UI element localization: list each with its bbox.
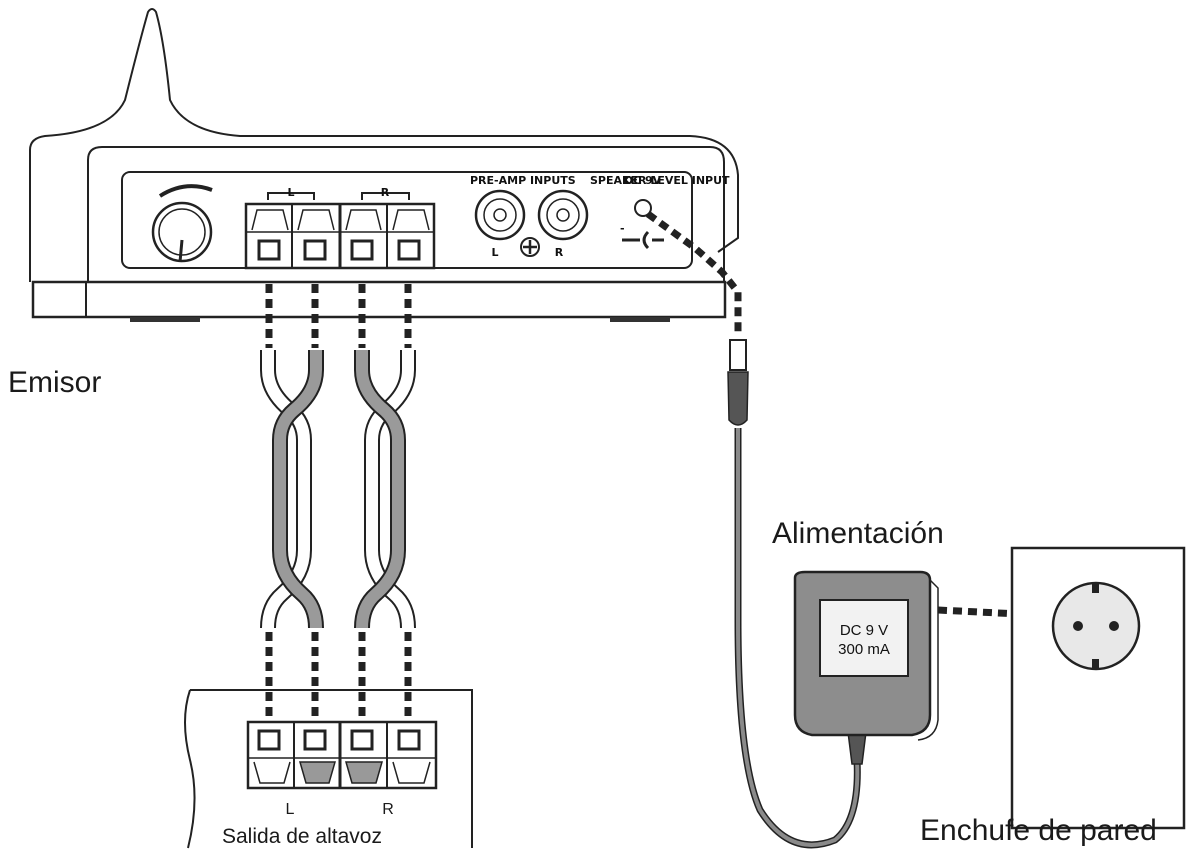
adapter-current: 300 mA bbox=[838, 641, 890, 658]
dc-input-jack: - bbox=[620, 199, 664, 250]
dc-overlap-label: DC 9V bbox=[624, 174, 662, 187]
dc-polarity-icon: - bbox=[620, 222, 625, 235]
wall-socket-label: Enchufe de pared bbox=[920, 814, 1157, 847]
emitter-antenna bbox=[29, 8, 739, 282]
adapter-label-plate bbox=[819, 599, 909, 677]
speaker-terminal-block bbox=[246, 720, 438, 790]
speaker-cables bbox=[260, 350, 416, 629]
power-cable bbox=[645, 211, 861, 849]
volume-knob bbox=[151, 184, 213, 263]
emitter-body bbox=[87, 146, 725, 282]
power-adapter: DC 9 V 300 mA bbox=[793, 570, 939, 765]
speaker-label-r: R bbox=[382, 801, 394, 818]
preamp-label-r: R bbox=[555, 246, 564, 259]
power-label: Alimentación bbox=[772, 517, 944, 550]
speaker-label-l: L bbox=[286, 801, 295, 818]
emitter-cable-connectors bbox=[265, 284, 412, 348]
preamp-inputs-label: PRE-AMP INPUTS bbox=[470, 174, 576, 187]
emitter-terminal-label-r: R bbox=[381, 186, 390, 199]
emitter-label: Emisor bbox=[8, 366, 101, 399]
emitter-unit: L R L R - PRE-AMP INPUTS SPEAKER LEVEL I… bbox=[29, 8, 739, 322]
speaker-output-device: L R Salida de altavoz bbox=[184, 689, 473, 849]
adapter-socket-connector bbox=[937, 606, 1061, 620]
emitter-foot-right bbox=[610, 317, 670, 322]
speaker-output-label: Salida de altavoz bbox=[222, 825, 382, 848]
socket-icon bbox=[1051, 581, 1141, 671]
emitter-base bbox=[31, 280, 727, 319]
emitter-foot-left bbox=[130, 317, 200, 322]
emitter-terminal-label-l: L bbox=[287, 186, 294, 199]
preamp-label-l: L bbox=[491, 246, 498, 259]
emitter-terminal-block: L R bbox=[244, 186, 436, 270]
preamp-jacks: L R bbox=[474, 189, 589, 259]
wall-socket bbox=[1010, 546, 1186, 830]
speaker-level-input-label: SPEAKER LEVEL INPUT bbox=[590, 174, 730, 187]
adapter-voltage: DC 9 V bbox=[840, 622, 888, 639]
speaker-output-connectors bbox=[265, 632, 412, 734]
